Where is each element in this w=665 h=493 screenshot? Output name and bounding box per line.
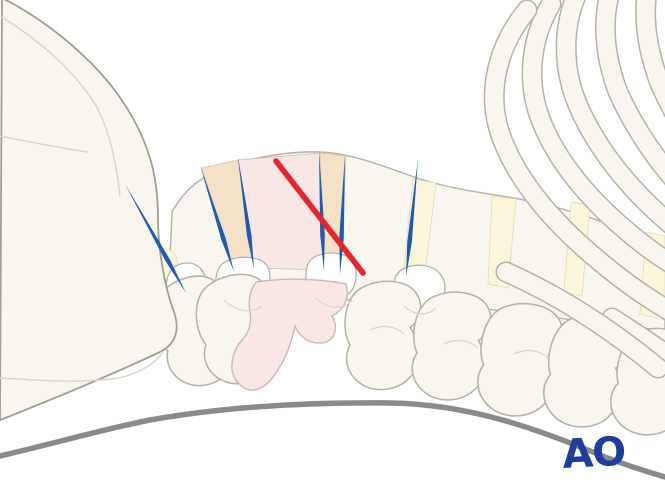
iliac-wing bbox=[0, 0, 178, 421]
wire-2 bbox=[200, 165, 234, 272]
vertebra-3 bbox=[341, 279, 423, 392]
wire-4 bbox=[319, 151, 325, 271]
wire-1 bbox=[125, 184, 186, 293]
trajectory-line bbox=[273, 158, 366, 276]
pelvis-interior-lines bbox=[0, 15, 164, 382]
bone-contour-lines bbox=[223, 297, 549, 359]
wires-layer bbox=[125, 151, 418, 293]
wire-6 bbox=[406, 159, 418, 277]
rib-5 bbox=[646, 0, 665, 215]
pelvis bbox=[0, 0, 178, 421]
ao-logo: AO bbox=[561, 429, 626, 478]
body-contour-line bbox=[0, 400, 665, 480]
wire-3 bbox=[238, 157, 254, 269]
